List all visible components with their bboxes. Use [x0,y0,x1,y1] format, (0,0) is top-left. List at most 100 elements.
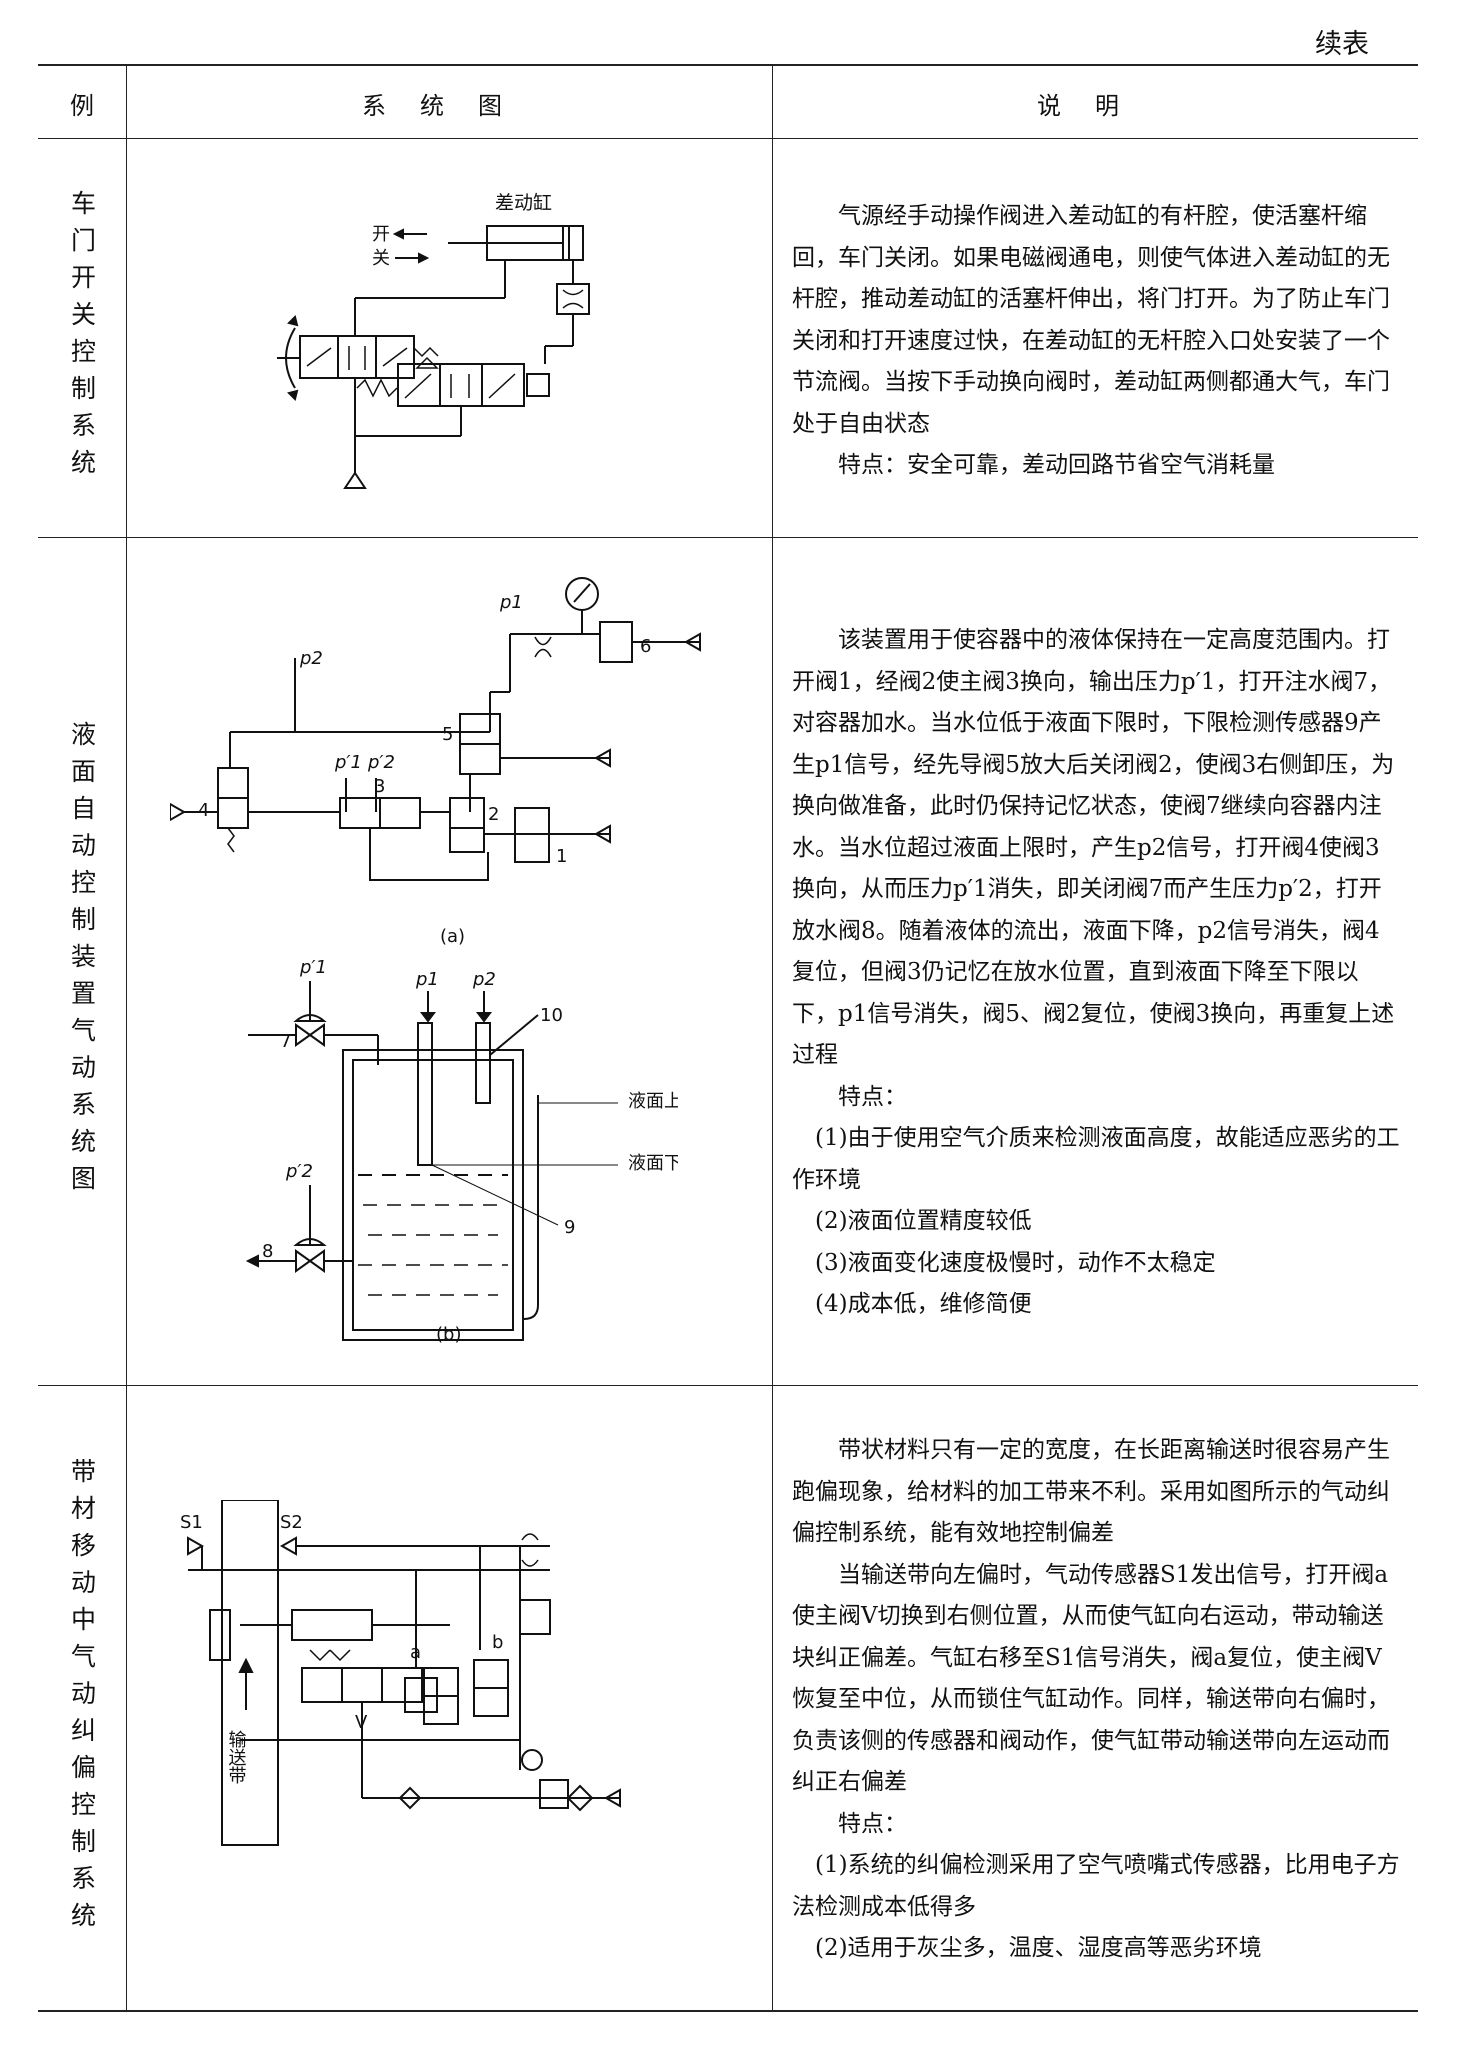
row2-feature-3: (3)液面变化速度极慢时，动作不太稳定 [815,1249,1216,1276]
row2-description: 该装置用于使容器中的液体保持在一定高度范围内。打开阀1，经阀2使主阀3换向，输出… [792,620,1402,1326]
row3-paragraph-3: 特点： [838,1810,907,1837]
filter-regulator-icon [566,1784,594,1812]
guide-cylinder [291,1609,373,1641]
label-p2: p2 [299,648,323,669]
row2-label: 液面自动控制装置气动系统图 [67,721,97,1202]
source-6-icon [683,632,701,652]
pressure-valve [519,1599,551,1635]
continued-label: 续表 [1315,29,1369,60]
row2-label-cell: 液面自动控制装置气动系统图 [38,538,126,1385]
col-divider-1 [126,64,127,2011]
label-valve-b: b [492,1632,503,1653]
row1-paragraph-2: 特点：安全可靠，差动回路节省空气消耗量 [838,452,1275,478]
label-lower-limit: 液面下限 [628,1153,678,1174]
label-n1: 1 [556,846,567,867]
gauge-icon [521,1749,543,1771]
valve-2-upper [449,797,485,829]
label-n6: 6 [640,636,651,657]
valve-6 [599,621,633,663]
liquid-level-diagram-b: p′1 7 p1 p2 10 液面上限 液面下限 9 p′2 8 (b) [218,955,700,1359]
table-top-rule [38,64,1418,66]
row2-bottom-rule [38,1385,1418,1386]
caption-a: (a) [440,926,465,947]
row2-paragraph-2: 特点： [838,1083,907,1110]
header-diagram: 系统图 [362,92,536,120]
label-n9: 9 [564,1217,575,1238]
air-source-icon [603,1788,621,1808]
valve-a-lower [423,1695,459,1725]
sensor-tube-9 [417,1022,433,1166]
row2-paragraph-1: 该装置用于使容器中的液体保持在一定高度范围内。打开阀1，经阀2使主阀3换向，输出… [792,627,1395,1068]
sensor-tube-10 [475,1022,491,1104]
row1-paragraph-1: 气源经手动操作阀进入差动缸的有杆腔，使活塞杆缩回，车门关闭。如果电磁阀通电，则使… [792,203,1390,437]
col-divider-2 [772,64,773,2011]
row3-paragraph-1: 带状材料只有一定的宽度，在长距离输送时很容易产生跑偏现象，给材料的加工带来不利。… [792,1437,1390,1546]
label-p1: p1 [499,592,523,613]
row3-feature-2: (2)适用于灰尘多，温度、湿度高等恶劣环境 [815,1935,1262,1961]
row2-feature-4: (4)成本低，维修简便 [815,1291,1032,1317]
header-description: 说明 [1037,92,1153,120]
row2-feature-2: (2)液面位置精度较低 [815,1208,1032,1234]
valve-8 [295,1249,325,1273]
row1-label: 车门开关控制系统 [67,190,97,486]
solenoid-coil-icon [526,373,550,397]
label-b-p2: p2 [472,969,496,990]
solenoid-valve-block-mid [439,363,483,407]
valve-v-mid [341,1667,383,1703]
throttle-valve [556,283,590,315]
label-b-p1: p1 [415,969,439,990]
regulator-valve [539,1779,569,1809]
valve-5-lower [459,743,501,775]
solenoid-valve-block-right [481,363,525,407]
valve-4-upper [217,767,249,799]
valve-b-lower [473,1687,509,1717]
header-bottom-rule [38,138,1418,139]
valve-7 [295,1023,325,1047]
valve-v-right [381,1667,423,1703]
label-n5: 5 [442,724,453,745]
label-n2: 2 [488,804,499,825]
label-n4: 4 [198,800,209,821]
table-bottom-rule [38,2010,1418,2012]
label-upper-limit: 液面上限 [628,1091,678,1112]
label-conveyor-belt: 输送带 [226,1730,247,1784]
filter-icon [398,1786,422,1810]
guide-block [209,1609,231,1661]
valve-b-upper [473,1659,509,1689]
door-control-diagram: 差动缸 开 关 [255,188,675,512]
manual-valve-block-mid [337,335,377,379]
row3-description: 带状材料只有一定的宽度，在长距离输送时很容易产生跑偏现象，给材料的加工带来不利。… [792,1430,1402,1970]
row3-label-cell: 带材移动中气动纠偏控制系统 [38,1386,126,2010]
label-close: 关 [372,248,390,269]
row3-paragraph-2: 当输送带向左偏时，气动传感器S1发出信号，打开阀a使主阀V切换到右侧位置，从而使… [792,1561,1390,1796]
label-n3: 3 [374,776,385,797]
row3-label: 带材移动中气动纠偏控制系统 [67,1457,97,1939]
label-s1: S1 [180,1512,203,1533]
label-n8: 8 [262,1241,273,1262]
conveyor-belt [221,1499,279,1846]
valve-1 [514,807,550,863]
valve-4-lower [217,797,249,829]
source-1-icon [593,824,611,844]
label-b-p1-prime: p′1 [299,957,327,978]
valve-2-lower [449,827,485,853]
valve-v-left [301,1667,343,1703]
label-b-p2-prime: p′2 [285,1161,313,1182]
label-n10: 10 [540,1005,563,1026]
label-open: 开 [372,224,390,245]
air-source-symbol [343,471,367,489]
label-p2-prime: p′2 [367,752,395,773]
valve-5-upper [459,713,501,745]
row1-bottom-rule [38,537,1418,538]
label-s2: S2 [280,1512,303,1533]
row2-feature-1: (1)由于使用空气介质来检测液面高度，故能适应恶劣的工作环境 [792,1125,1400,1193]
label-p1-prime: p′1 [334,752,362,773]
row1-label-cell: 车门开关控制系统 [38,139,126,537]
label-valve-a: a [410,1642,421,1663]
row1-description: 气源经手动操作阀进入差动缸的有杆腔，使活塞杆缩回，车门关闭。如果电磁阀通电，则使… [792,196,1402,487]
sensor-s1-icon [187,1536,205,1556]
label-n7: 7 [280,1031,291,1052]
valve-3-right [379,797,421,829]
sensor-s2-icon [279,1536,297,1556]
manual-valve-block-right [375,335,415,379]
